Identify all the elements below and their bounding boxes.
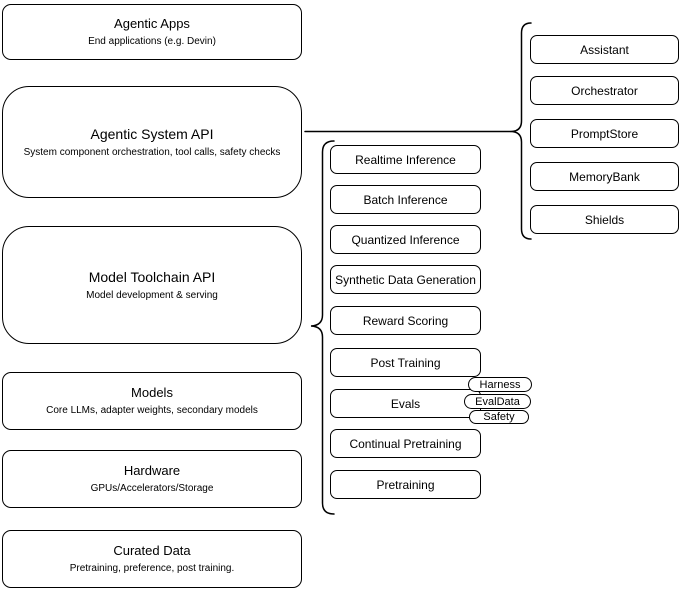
node-quantized-inference: Quantized Inference	[330, 225, 481, 254]
node-subtitle: GPUs/Accelerators/Storage	[90, 483, 214, 494]
node-label: PromptStore	[570, 126, 639, 141]
node-shields: Shields	[530, 205, 679, 234]
node-subtitle: Model development & serving	[86, 289, 218, 301]
node-realtime-inference: Realtime Inference	[330, 145, 481, 174]
node-label: Synthetic Data Generation	[335, 272, 476, 287]
node-title: Agentic Apps	[114, 16, 190, 31]
node-subtitle: Core LLMs, adapter weights, secondary mo…	[46, 405, 258, 416]
node-title: Hardware	[123, 463, 181, 478]
node-label: Post Training	[370, 355, 441, 370]
node-title: Model Toolchain API	[88, 268, 216, 285]
node-label: Shields	[584, 212, 625, 227]
pill-safety: Safety	[469, 410, 529, 424]
node-label: MemoryBank	[569, 169, 640, 184]
node-label: Batch Inference	[363, 192, 448, 207]
pill-harness: Harness	[468, 377, 532, 392]
node-label: Quantized Inference	[351, 232, 460, 247]
node-assistant: Assistant	[530, 35, 679, 64]
node-curated-data: Curated Data Pretraining, preference, po…	[2, 530, 302, 588]
node-models: Models Core LLMs, adapter weights, secon…	[2, 372, 302, 430]
node-label: Continual Pretraining	[349, 436, 462, 451]
node-agentic-system-api: Agentic System API System component orch…	[2, 86, 302, 198]
node-label: Assistant	[580, 42, 629, 57]
node-memorybank: MemoryBank	[530, 162, 679, 191]
node-agentic-apps: Agentic Apps End applications (e.g. Devi…	[2, 4, 302, 60]
system-components-brace	[510, 22, 532, 240]
pill-label: EvalData	[475, 395, 520, 408]
node-evals: Evals	[330, 389, 481, 418]
node-model-toolchain-api: Model Toolchain API Model development & …	[2, 226, 302, 344]
node-label: Orchestrator	[571, 83, 638, 98]
node-continual-pretraining: Continual Pretraining	[330, 429, 481, 458]
node-title: Agentic System API	[90, 125, 214, 142]
pill-label: Harness	[479, 378, 521, 391]
node-reward-scoring: Reward Scoring	[330, 306, 481, 335]
node-title: Models	[131, 385, 173, 400]
node-label: Pretraining	[376, 477, 435, 492]
node-hardware: Hardware GPUs/Accelerators/Storage	[2, 450, 302, 508]
node-subtitle: System component orchestration, tool cal…	[23, 146, 281, 158]
pill-label: Safety	[483, 411, 515, 423]
node-label: Reward Scoring	[362, 313, 449, 328]
node-title: Curated Data	[113, 543, 191, 558]
node-batch-inference: Batch Inference	[330, 185, 481, 214]
node-promptstore: PromptStore	[530, 119, 679, 148]
node-label: Realtime Inference	[355, 152, 456, 167]
node-synthetic-data-generation: Synthetic Data Generation	[330, 265, 481, 294]
node-label: Evals	[390, 396, 421, 411]
pill-evaldata: EvalData	[464, 394, 531, 409]
node-pretraining: Pretraining	[330, 470, 481, 499]
node-subtitle: Pretraining, preference, post training.	[69, 563, 235, 574]
node-subtitle: End applications (e.g. Devin)	[88, 36, 216, 47]
node-orchestrator: Orchestrator	[530, 76, 679, 105]
node-post-training: Post Training	[330, 348, 481, 377]
